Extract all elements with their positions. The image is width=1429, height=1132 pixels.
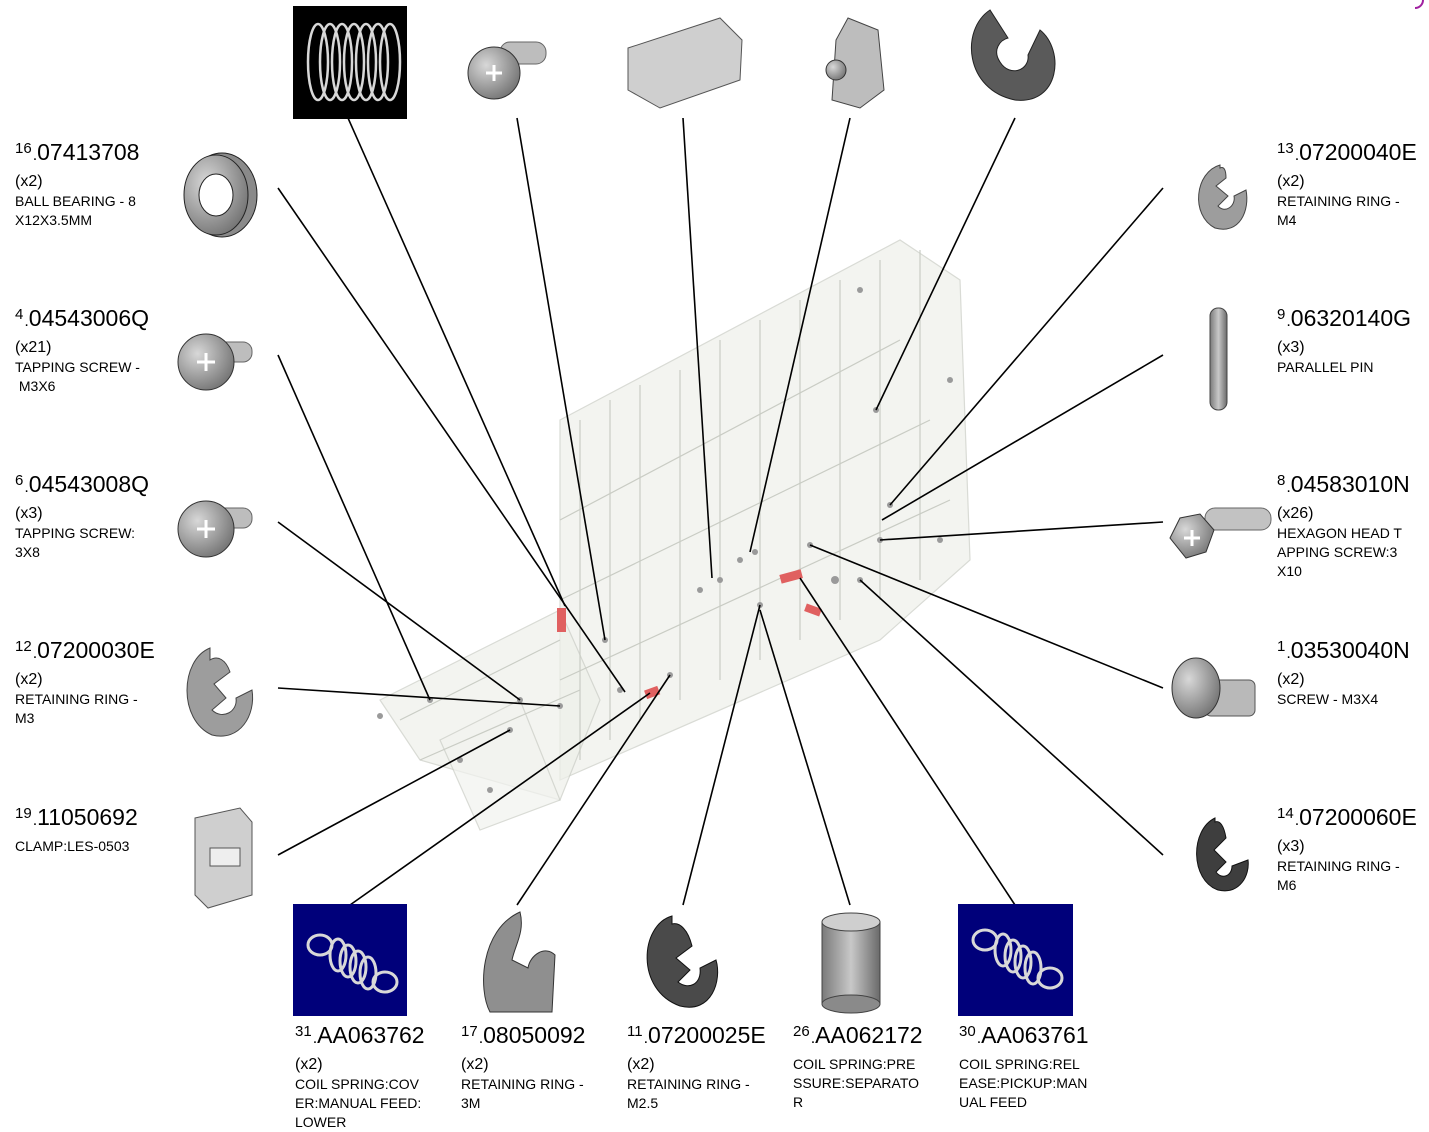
parallel-pin-icon — [1209, 307, 1228, 411]
coil-spring-icon — [958, 904, 1073, 1016]
coil-spring-icon — [293, 904, 407, 1016]
part-description: TAPPING SCREW - M3X6 — [15, 359, 140, 394]
screw-icon — [1171, 657, 1256, 719]
part-description: RETAINING RING -M4 — [1277, 193, 1400, 228]
ball-bearing-icon — [183, 152, 258, 238]
retaining-ring-icon — [970, 9, 1056, 101]
part-description: RETAINING RING -M3 — [15, 691, 138, 726]
retaining-ring-icon — [186, 647, 254, 737]
leader-lines — [277, 117, 1164, 906]
coil-spring-icon — [821, 912, 881, 1014]
bracket-clip-icon — [825, 17, 885, 109]
part-label-12: 12.07200030E (x2) RETAINING RING -M3 — [15, 634, 165, 728]
retaining-ring-icon — [1198, 164, 1248, 230]
part-label-13: 13.07200040E (x2) RETAINING RING -M4 — [1277, 136, 1427, 230]
part-label-17: 17.08050092 (x2) RETAINING RING -3M — [461, 1019, 611, 1113]
main-assembly — [379, 239, 971, 831]
part-label-14: 14.07200060E (x3) RETAINING RING -M6 — [1277, 801, 1427, 895]
clamp-icon — [194, 807, 253, 909]
corner-mark — [1414, 0, 1424, 9]
clamp-icon — [627, 17, 743, 109]
part-label-9: 9.06320140G (x3) PARALLEL PIN — [1277, 302, 1427, 377]
part-description: SCREW - M3X4 — [1277, 691, 1379, 707]
part-description: RETAINING RING -M6 — [1277, 858, 1400, 893]
screw-icon — [177, 500, 253, 558]
screw-icon — [467, 41, 547, 100]
compression-spring-icon — [293, 6, 407, 119]
part-description: PARALLEL PIN — [1277, 359, 1374, 375]
part-label-6: 6.04543008Q (x3) TAPPING SCREW:3X8 — [15, 468, 165, 562]
retaining-ring-icon — [646, 915, 719, 1008]
part-description: RETAINING RING -M2.5 — [627, 1076, 750, 1111]
retaining-ring-icon — [1196, 817, 1249, 892]
part-description: CLAMP:LES-0503 — [15, 838, 130, 854]
screw-icon — [177, 333, 253, 391]
part-label-4: 4.04543006Q (x21) TAPPING SCREW - M3X6 — [15, 302, 165, 396]
part-label-11: 11.07200025E (x2) RETAINING RING -M2.5 — [627, 1019, 777, 1113]
retaining-ring-icon — [483, 911, 556, 1013]
hex-screw-icon — [1169, 507, 1272, 559]
part-label-19: 19.11050692 CLAMP:LES-0503 — [15, 801, 165, 856]
part-label-1: 1.03530040N (x2) SCREW - M3X4 — [1277, 634, 1427, 709]
part-description: TAPPING SCREW:3X8 — [15, 525, 136, 560]
part-description: RETAINING RING -3M — [461, 1076, 584, 1111]
